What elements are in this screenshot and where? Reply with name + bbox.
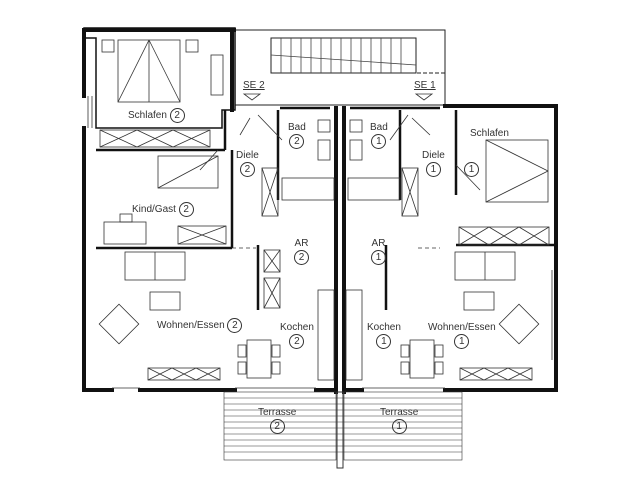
terraces — [223, 391, 463, 469]
unit-badge: 2 — [289, 134, 305, 149]
room-label-schlafen-1: Schlafen — [470, 128, 509, 139]
unit-badge: 1 — [454, 334, 470, 349]
entrance-label-se-1: SE 1 — [414, 80, 436, 91]
unit-badge: 2 — [289, 334, 305, 349]
room-label-schlafen-1-unit: 1 — [464, 162, 479, 177]
unit-badge: 1 — [376, 334, 392, 349]
unit-badge: 2 — [169, 108, 185, 123]
room-label-kind-gast-2: Kind/Gast 2 — [132, 202, 194, 217]
unit-badge: 2 — [294, 250, 309, 265]
unit-badge: 1 — [371, 134, 387, 149]
unit-badge: 1 — [391, 419, 407, 434]
unit-badge: 2 — [227, 318, 243, 333]
room-label-wohnen-essen-2: Wohnen/Essen 2 — [157, 318, 243, 333]
unit-badge: 1 — [464, 162, 479, 177]
unit-badge: 2 — [269, 419, 285, 434]
unit-badge: 2 — [178, 202, 194, 217]
unit-badge: 2 — [239, 162, 255, 177]
staircase — [234, 29, 446, 106]
unit-badge: 1 — [425, 162, 441, 177]
unit-badge: 1 — [371, 250, 386, 265]
room-label-schlafen-2: Schlafen 2 — [128, 108, 185, 123]
entrance-label-se-2: SE 2 — [243, 80, 265, 91]
